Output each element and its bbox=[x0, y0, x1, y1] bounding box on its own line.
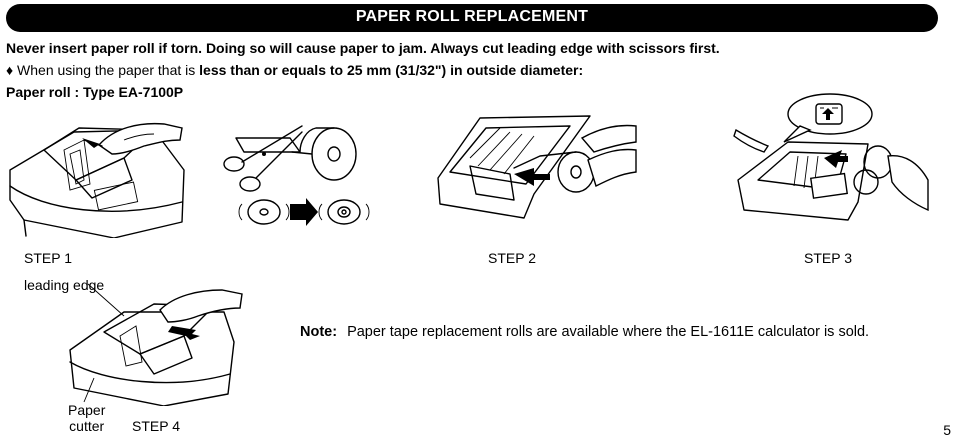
paper-cutter-line2: cutter bbox=[69, 418, 105, 434]
arrow-right-icon bbox=[290, 198, 318, 226]
paper-roll-type: Paper roll : Type EA-7100P bbox=[6, 84, 184, 100]
section-header: PAPER ROLL REPLACEMENT bbox=[6, 4, 938, 32]
bullet-icon: ♦ bbox=[6, 62, 14, 78]
note: Note: Paper tape replacement rolls are av… bbox=[300, 324, 869, 340]
step4-illustration bbox=[64, 282, 264, 406]
leading-edge-label: leading edge bbox=[24, 277, 105, 293]
condition-text: ♦ When using the paper that is less than… bbox=[6, 62, 583, 78]
paper-cutter-line1: Paper bbox=[68, 402, 106, 418]
step1-illustration bbox=[4, 110, 200, 238]
cutting-illustration bbox=[216, 112, 376, 232]
paper-feed-key-icon bbox=[815, 103, 843, 125]
step3-label: STEP 3 bbox=[804, 250, 852, 266]
step1-label: STEP 1 bbox=[24, 250, 72, 266]
step2-label: STEP 2 bbox=[488, 250, 536, 266]
warning-text: Never insert paper roll if torn. Doing s… bbox=[6, 40, 720, 56]
paper-roll-icon bbox=[291, 127, 357, 181]
page-title: PAPER ROLL REPLACEMENT bbox=[355, 8, 589, 25]
condition-prefix: When using the paper that is bbox=[17, 62, 200, 78]
note-text: Paper tape replacement rolls are availab… bbox=[347, 324, 870, 340]
paper-cutter-label: Paper cutter bbox=[68, 402, 105, 434]
page-number: 5 bbox=[943, 422, 951, 438]
condition-emphasis: less than or equals to 25 mm (31/32") in… bbox=[199, 62, 584, 78]
step3-illustration bbox=[728, 90, 958, 232]
step4-label: STEP 4 bbox=[132, 418, 180, 434]
step2-illustration bbox=[430, 108, 640, 228]
scissors-icon bbox=[223, 125, 303, 192]
roll-comparison bbox=[238, 198, 370, 226]
note-label: Note: bbox=[300, 324, 338, 340]
